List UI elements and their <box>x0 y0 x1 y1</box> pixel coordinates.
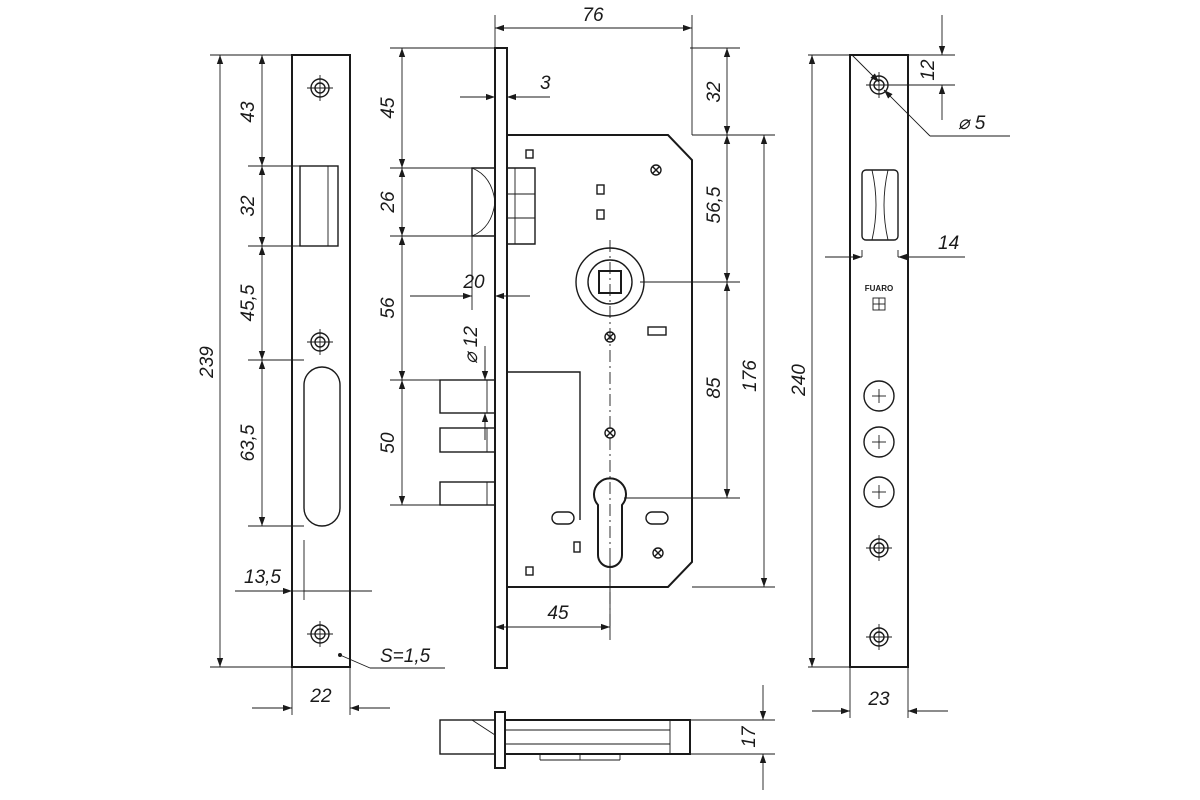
dim-label-top-screw: 43 <box>238 101 259 123</box>
dim-label-overall-height: 239 <box>197 346 218 379</box>
dim-label-overall-width: 76 <box>582 5 604 26</box>
dim-label-latch-opening: 32 <box>238 195 259 217</box>
strike-bolt-slot <box>303 366 341 527</box>
dim-label-backset: 45 <box>547 603 569 624</box>
dim-label-bolt-slot: 63,5 <box>238 424 259 461</box>
dim-label-bolt-span: 50 <box>378 432 399 454</box>
dim-label-bolt-diameter: ⌀ 12 <box>461 326 482 364</box>
case-bottom-outline <box>505 719 691 755</box>
dim-label-latch-projection: 20 <box>462 272 485 293</box>
dim-label-screw-diameter: ⌀ 5 <box>958 113 986 134</box>
lock-body-view: 76 3 45 26 56 20 ⌀ 12 50 32 56,5 85 176 … <box>378 5 775 669</box>
strike-plate-view: 239 43 32 45,5 63,5 13,5 22 S=1,5 <box>197 54 445 715</box>
case-screw-icon <box>652 547 664 559</box>
faceplate-bolt-hole-icon <box>863 476 895 508</box>
dim-label-latch-width: 14 <box>938 233 959 254</box>
dim-label-top-to-body: 32 <box>704 81 725 103</box>
bolt-end-view <box>439 719 496 755</box>
latch-mechanism <box>507 167 536 245</box>
dim-label-thickness: S=1,5 <box>380 646 431 667</box>
faceplate-screw-middle-icon <box>865 534 893 562</box>
dim-label-screw-offset: 12 <box>918 59 939 81</box>
strike-latch-opening <box>299 165 339 247</box>
dim-label-width: 23 <box>867 689 890 710</box>
dim-label-body-to-spindle: 56,5 <box>704 186 725 223</box>
dim-label-latch-to-bolt: 56 <box>378 297 399 319</box>
brand-logo-text: FUARO <box>865 284 893 293</box>
faceplate-latch-opening <box>861 169 899 241</box>
case-screw-icon <box>650 164 662 176</box>
faceplate-view: FUARO <box>789 15 1010 718</box>
deadbolt-block <box>507 371 581 520</box>
strike-screw-bottom-icon <box>306 620 334 648</box>
faceplate-bolt-hole-icon <box>863 426 895 458</box>
faceplate-outline <box>849 54 909 668</box>
dim-label-depth: 17 <box>739 725 760 748</box>
dim-label-slot-offset: 13,5 <box>244 567 281 588</box>
dim-label-spindle-to-cylinder: 85 <box>704 377 725 399</box>
faceplate-screw-bottom-icon <box>865 623 893 651</box>
spindle-hub-icon <box>575 247 645 317</box>
faceplate-bolt-hole-icon <box>863 380 895 412</box>
strike-plate-outline <box>291 54 351 668</box>
strike-screw-middle-icon <box>306 328 334 356</box>
dim-label-width: 22 <box>309 686 332 707</box>
bottom-view: 17 <box>439 685 775 790</box>
dim-label-faceplate-thickness: 3 <box>540 73 551 94</box>
dim-label-top-to-latch: 45 <box>378 97 399 119</box>
lock-case-outline <box>507 134 693 588</box>
dim-label-latch-to-screw: 45,5 <box>238 284 259 321</box>
lock-faceplate-side <box>494 47 508 669</box>
dim-label-latch-height: 26 <box>378 191 399 214</box>
dim-label-overall-height: 240 <box>789 364 810 397</box>
brand-logo-icon <box>872 297 886 311</box>
strike-screw-top-icon <box>306 74 334 102</box>
dim-label-body-height: 176 <box>740 360 761 392</box>
